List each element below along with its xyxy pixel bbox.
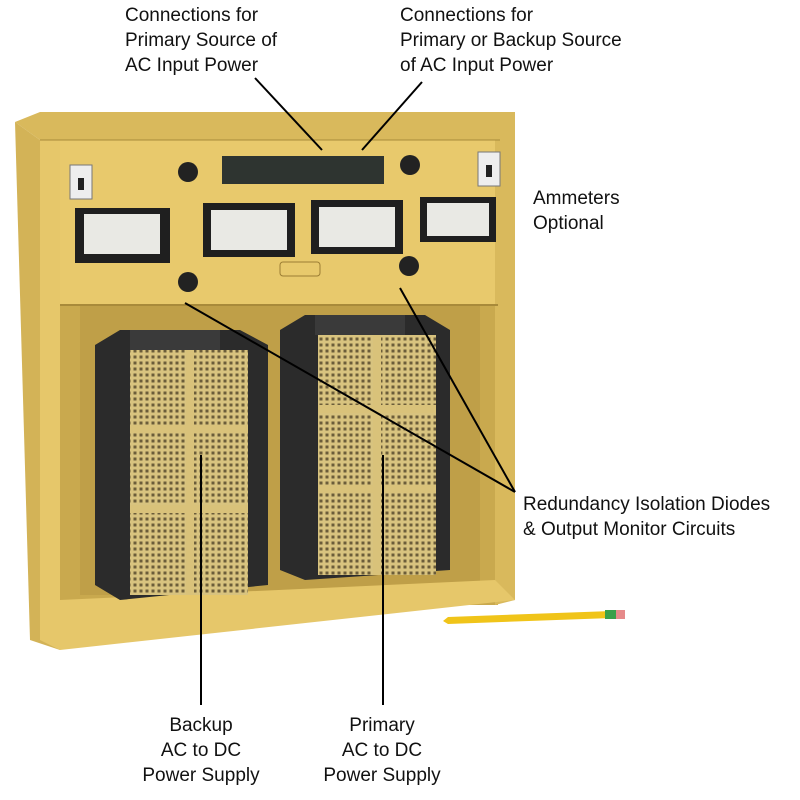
label-line: Connections for xyxy=(125,5,259,26)
label-line: AC to DC xyxy=(341,740,423,761)
ammeter-3 xyxy=(311,200,403,254)
label-line: & Output Monitor Circuits xyxy=(523,519,736,540)
backup-power-supply xyxy=(95,330,268,600)
switch-left xyxy=(69,164,93,200)
terminal-strip xyxy=(222,156,384,184)
label-line: Optional xyxy=(533,213,604,234)
label-line: Redundancy Isolation Diodes xyxy=(523,494,771,515)
pencil xyxy=(443,610,625,624)
knob-4 xyxy=(399,256,419,276)
label-line: Connections for xyxy=(400,5,534,26)
primary-power-supply xyxy=(280,315,450,580)
label-line: AC to DC xyxy=(160,740,242,761)
label-diodes: Redundancy Isolation Diodes & Output Mon… xyxy=(523,492,770,542)
callout-line-diodes-1 xyxy=(184,302,516,493)
knob-2 xyxy=(400,155,420,175)
switch-right xyxy=(477,151,501,187)
ammeter-1 xyxy=(75,208,170,263)
label-backup-connections: Connections for Primary or Backup Source… xyxy=(400,3,622,78)
label-line: Ammeters xyxy=(533,188,620,209)
callout-line-primary-connections xyxy=(254,77,323,151)
label-primary-supply: Primary AC to DC Power Supply xyxy=(312,713,452,788)
label-line: Backup xyxy=(169,715,233,736)
knob-3 xyxy=(178,272,198,292)
label-line: of AC Input Power xyxy=(400,55,554,76)
callout-line-backup-connections xyxy=(361,81,423,151)
label-ammeters: Ammeters Optional xyxy=(533,186,620,236)
knob-1 xyxy=(178,162,198,182)
label-line: Power Supply xyxy=(142,765,260,786)
ammeter-2 xyxy=(203,203,295,257)
label-line: Primary Source of xyxy=(125,30,278,51)
label-backup-supply: Backup AC to DC Power Supply xyxy=(131,713,271,788)
label-line: AC Input Power xyxy=(125,55,259,76)
label-line: Primary xyxy=(349,715,415,736)
label-line: Power Supply xyxy=(323,765,441,786)
acopian-logo xyxy=(279,261,321,277)
ammeter-4 xyxy=(420,197,496,242)
label-line: Primary or Backup Source xyxy=(400,30,622,51)
callout-line-diodes-2 xyxy=(399,287,516,493)
label-primary-connections: Connections for Primary Source of AC Inp… xyxy=(125,3,277,78)
